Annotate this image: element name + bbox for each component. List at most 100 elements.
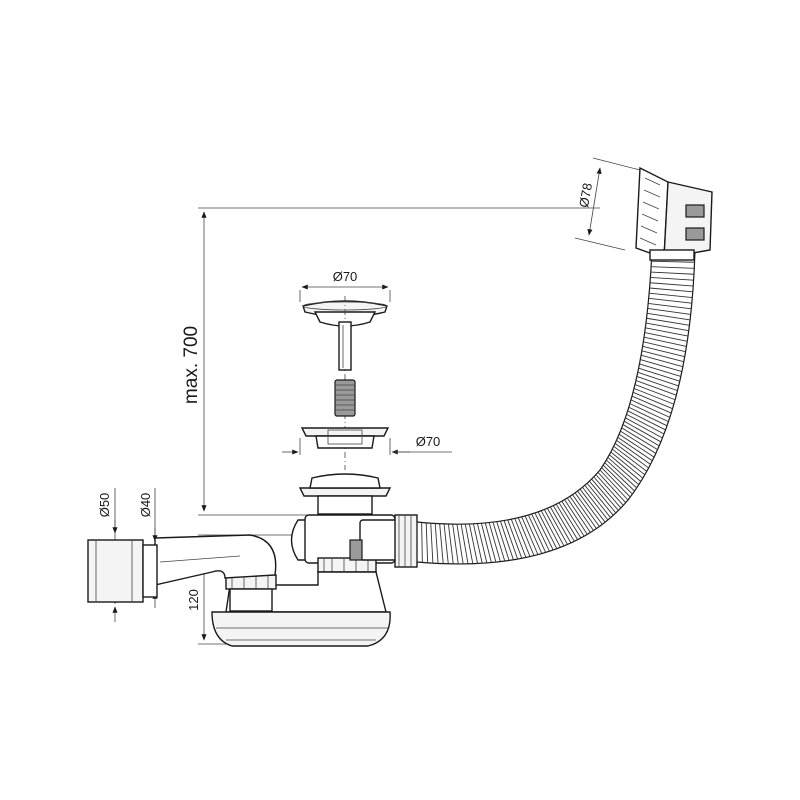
hose-rib <box>443 523 449 564</box>
hose-rib <box>650 271 694 275</box>
hose-rib <box>500 520 514 560</box>
hose-rib <box>649 287 693 293</box>
hose-rib <box>621 427 658 451</box>
hose-rib <box>514 518 531 557</box>
hose-rib <box>492 522 506 562</box>
hose-rib <box>623 420 662 443</box>
hose-rib <box>641 350 684 363</box>
hose-rib <box>582 486 609 521</box>
hose-rib <box>430 523 434 564</box>
outlet-pipe <box>87 539 158 603</box>
hose-rib <box>617 436 653 462</box>
hose-rib <box>572 494 597 529</box>
hose-rib <box>447 523 454 564</box>
max-height-label: max. 700 <box>181 326 202 404</box>
hose-rib <box>456 524 464 564</box>
hose-rib <box>421 522 423 563</box>
hose-rib <box>597 472 627 504</box>
hose-rib <box>609 454 642 482</box>
outlet-inner-diameter-label: Ø40 <box>138 493 153 518</box>
waste-diameter-dimension: Ø70 <box>282 434 452 455</box>
hose-rib <box>488 522 501 562</box>
hose-rib <box>425 522 429 563</box>
hose-rib <box>527 514 547 553</box>
plug-spring <box>334 379 356 417</box>
hose-rib <box>614 443 649 469</box>
hose-rib <box>531 513 550 552</box>
hose-rib <box>517 517 535 556</box>
hose-rib <box>627 410 666 431</box>
hose-rib <box>613 445 648 472</box>
hose-rib <box>480 523 492 563</box>
hose-rib <box>577 490 603 525</box>
hose-rib <box>496 521 510 561</box>
hose-rib <box>460 524 469 564</box>
hose-rib <box>507 519 523 559</box>
plug-stem <box>338 321 352 371</box>
hose-rib <box>642 345 685 358</box>
hose-rib <box>629 403 669 423</box>
hose-rib <box>649 282 694 287</box>
hose-rib <box>584 485 611 518</box>
hose-rib <box>636 376 678 392</box>
hose-rib <box>564 499 588 535</box>
hose-rib <box>452 524 459 564</box>
hose-rib <box>524 515 543 554</box>
hose-rib <box>555 503 579 540</box>
max-height-dimension: max. 700 <box>181 207 600 516</box>
hose-rib <box>612 448 646 476</box>
waste-body-top <box>298 473 392 515</box>
plug-diameter-label: Ø70 <box>333 269 358 284</box>
hose-rib <box>589 480 617 514</box>
hose-rib <box>640 359 683 373</box>
hose-rib <box>579 488 606 523</box>
hose-rib <box>561 500 585 537</box>
hose-rib <box>638 367 680 382</box>
outlet-outer-diameter-label: Ø50 <box>97 493 112 518</box>
hose-rib <box>602 464 633 495</box>
hose-rib <box>439 523 444 564</box>
hose-rib <box>635 380 677 396</box>
hose-rib <box>521 516 539 555</box>
hose-rib <box>646 317 690 326</box>
hose-rib <box>647 312 691 321</box>
plug-diameter-dimension: Ø70 <box>299 269 391 302</box>
hose-rib <box>552 505 575 542</box>
hose-rib <box>546 508 568 545</box>
hose-rib <box>645 327 689 337</box>
hose-rib <box>503 520 519 560</box>
hose-rib <box>637 371 679 387</box>
hose-rib <box>625 417 663 439</box>
hose-rib <box>543 509 565 547</box>
hose-rib <box>649 292 693 298</box>
hose-rib <box>534 512 554 551</box>
hose-rib <box>607 457 640 486</box>
hose-rib <box>558 502 582 539</box>
hose-rib <box>599 469 629 501</box>
hose-rib <box>643 341 686 353</box>
trap-nut <box>225 574 277 612</box>
hose-rib <box>632 391 673 410</box>
hose-rib <box>640 354 683 368</box>
hose-rib <box>648 297 692 304</box>
hose-rib <box>606 459 638 489</box>
hose-rib <box>593 476 622 509</box>
hose-rib <box>644 332 688 342</box>
hose-rib <box>651 266 695 269</box>
overflow-connector <box>349 514 418 568</box>
hose-rib <box>618 433 655 458</box>
hose-rib <box>647 307 691 315</box>
waste-flange <box>300 427 390 449</box>
hose-rib <box>651 260 695 263</box>
overflow-head <box>635 166 713 261</box>
hose-rib <box>650 276 694 281</box>
hose-rib <box>510 519 527 558</box>
hose-rib <box>626 413 665 435</box>
hose-rib <box>574 492 600 527</box>
hose-rib <box>604 462 635 492</box>
hose-rib <box>595 474 624 506</box>
hose-rib <box>620 430 657 454</box>
hose-rib <box>537 511 558 549</box>
trap-height-label: 120 <box>186 589 201 611</box>
